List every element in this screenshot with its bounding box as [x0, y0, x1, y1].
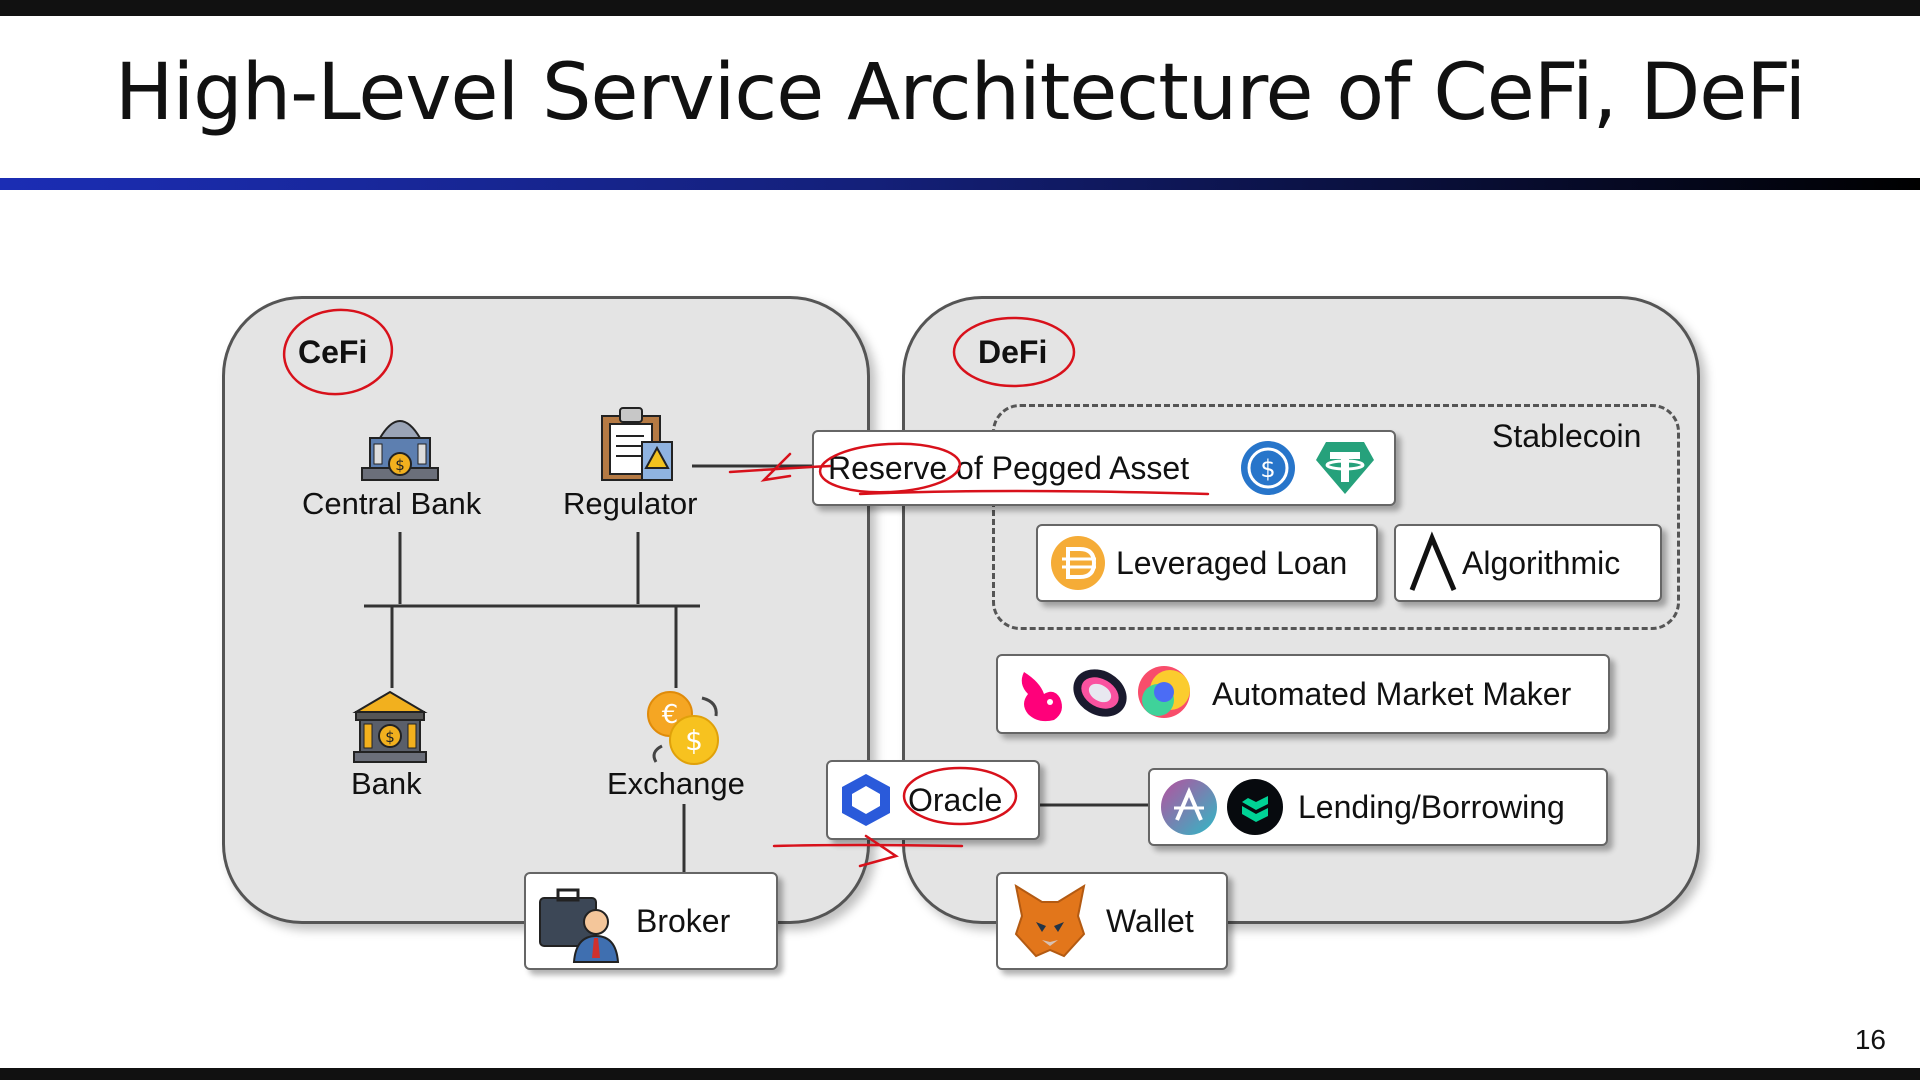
cefi-label: CeFi	[298, 334, 368, 370]
defi-label: DeFi	[978, 334, 1048, 370]
sushiswap-icon	[1068, 662, 1132, 724]
curve-icon	[1134, 662, 1198, 726]
reserve-circle-annotation	[818, 442, 962, 494]
central-bank-label: Central Bank	[302, 486, 482, 521]
algorithmic-label: Algorithmic	[1462, 544, 1621, 581]
uniswap-icon	[1014, 664, 1072, 724]
regulator-label: Regulator	[563, 486, 698, 521]
stablecoin-label: Stablecoin	[1492, 418, 1642, 454]
oracle-label: Oracle	[908, 781, 1003, 818]
broker-node: Broker	[524, 872, 778, 970]
wallet-label: Wallet	[1106, 902, 1194, 939]
amm-label: Automated Market Maker	[1212, 675, 1572, 712]
top-border	[0, 0, 1920, 16]
slide-title: High-Level Service Architecture of CeFi,…	[114, 48, 1806, 138]
broker-label: Broker	[636, 902, 731, 939]
svg-text:$: $	[395, 456, 405, 474]
reserve-label: Reserve of Pegged Asset	[828, 449, 1190, 486]
leveraged-loan-node: Leveraged Loan	[1036, 524, 1378, 602]
title-rule	[0, 178, 1920, 190]
oracle-circle-annotation	[902, 766, 1018, 826]
central-bank-icon: $	[360, 408, 440, 482]
bank-label: Bank	[351, 766, 422, 801]
clipboard-icon	[600, 406, 676, 482]
regulator-arrow-annotation	[728, 452, 832, 482]
chainlink-icon	[840, 772, 892, 828]
briefcase-person-icon	[538, 882, 620, 963]
aave-icon	[1160, 778, 1218, 836]
usdc-icon: $	[1240, 440, 1296, 496]
exchange-label: Exchange	[607, 766, 745, 801]
lambda-icon	[1408, 531, 1458, 592]
leveraged-loan-label: Leveraged Loan	[1116, 544, 1348, 581]
svg-text:€: €	[662, 700, 679, 730]
svg-text:$: $	[685, 724, 703, 757]
oracle-node: Oracle	[826, 760, 1040, 840]
svg-text:$: $	[385, 728, 395, 746]
amm-node: Automated Market Maker	[996, 654, 1610, 734]
tether-icon	[1314, 438, 1376, 498]
stablecoin-group	[992, 404, 1680, 630]
bank-icon: $	[352, 690, 428, 764]
currency-exchange-icon: € $	[642, 688, 726, 768]
dai-icon	[1050, 535, 1106, 591]
metamask-fox-icon	[1012, 882, 1088, 960]
algorithmic-node: Algorithmic	[1394, 524, 1662, 602]
reserve-node: Reserve of Pegged Asset $	[812, 430, 1396, 506]
wallet-node: Wallet	[996, 872, 1228, 970]
cefi-circle-annotation	[282, 308, 394, 396]
lending-node: Lending/Borrowing	[1148, 768, 1608, 846]
defi-circle-annotation	[952, 316, 1076, 388]
bottom-border	[0, 1068, 1920, 1080]
svg-text:$: $	[1260, 455, 1275, 483]
oracle-arrow-annotation	[772, 834, 964, 868]
compound-icon	[1226, 778, 1284, 836]
reserve-underline-annotation	[858, 489, 1210, 496]
lending-label: Lending/Borrowing	[1298, 788, 1565, 825]
page-number: 16	[1854, 1024, 1886, 1055]
